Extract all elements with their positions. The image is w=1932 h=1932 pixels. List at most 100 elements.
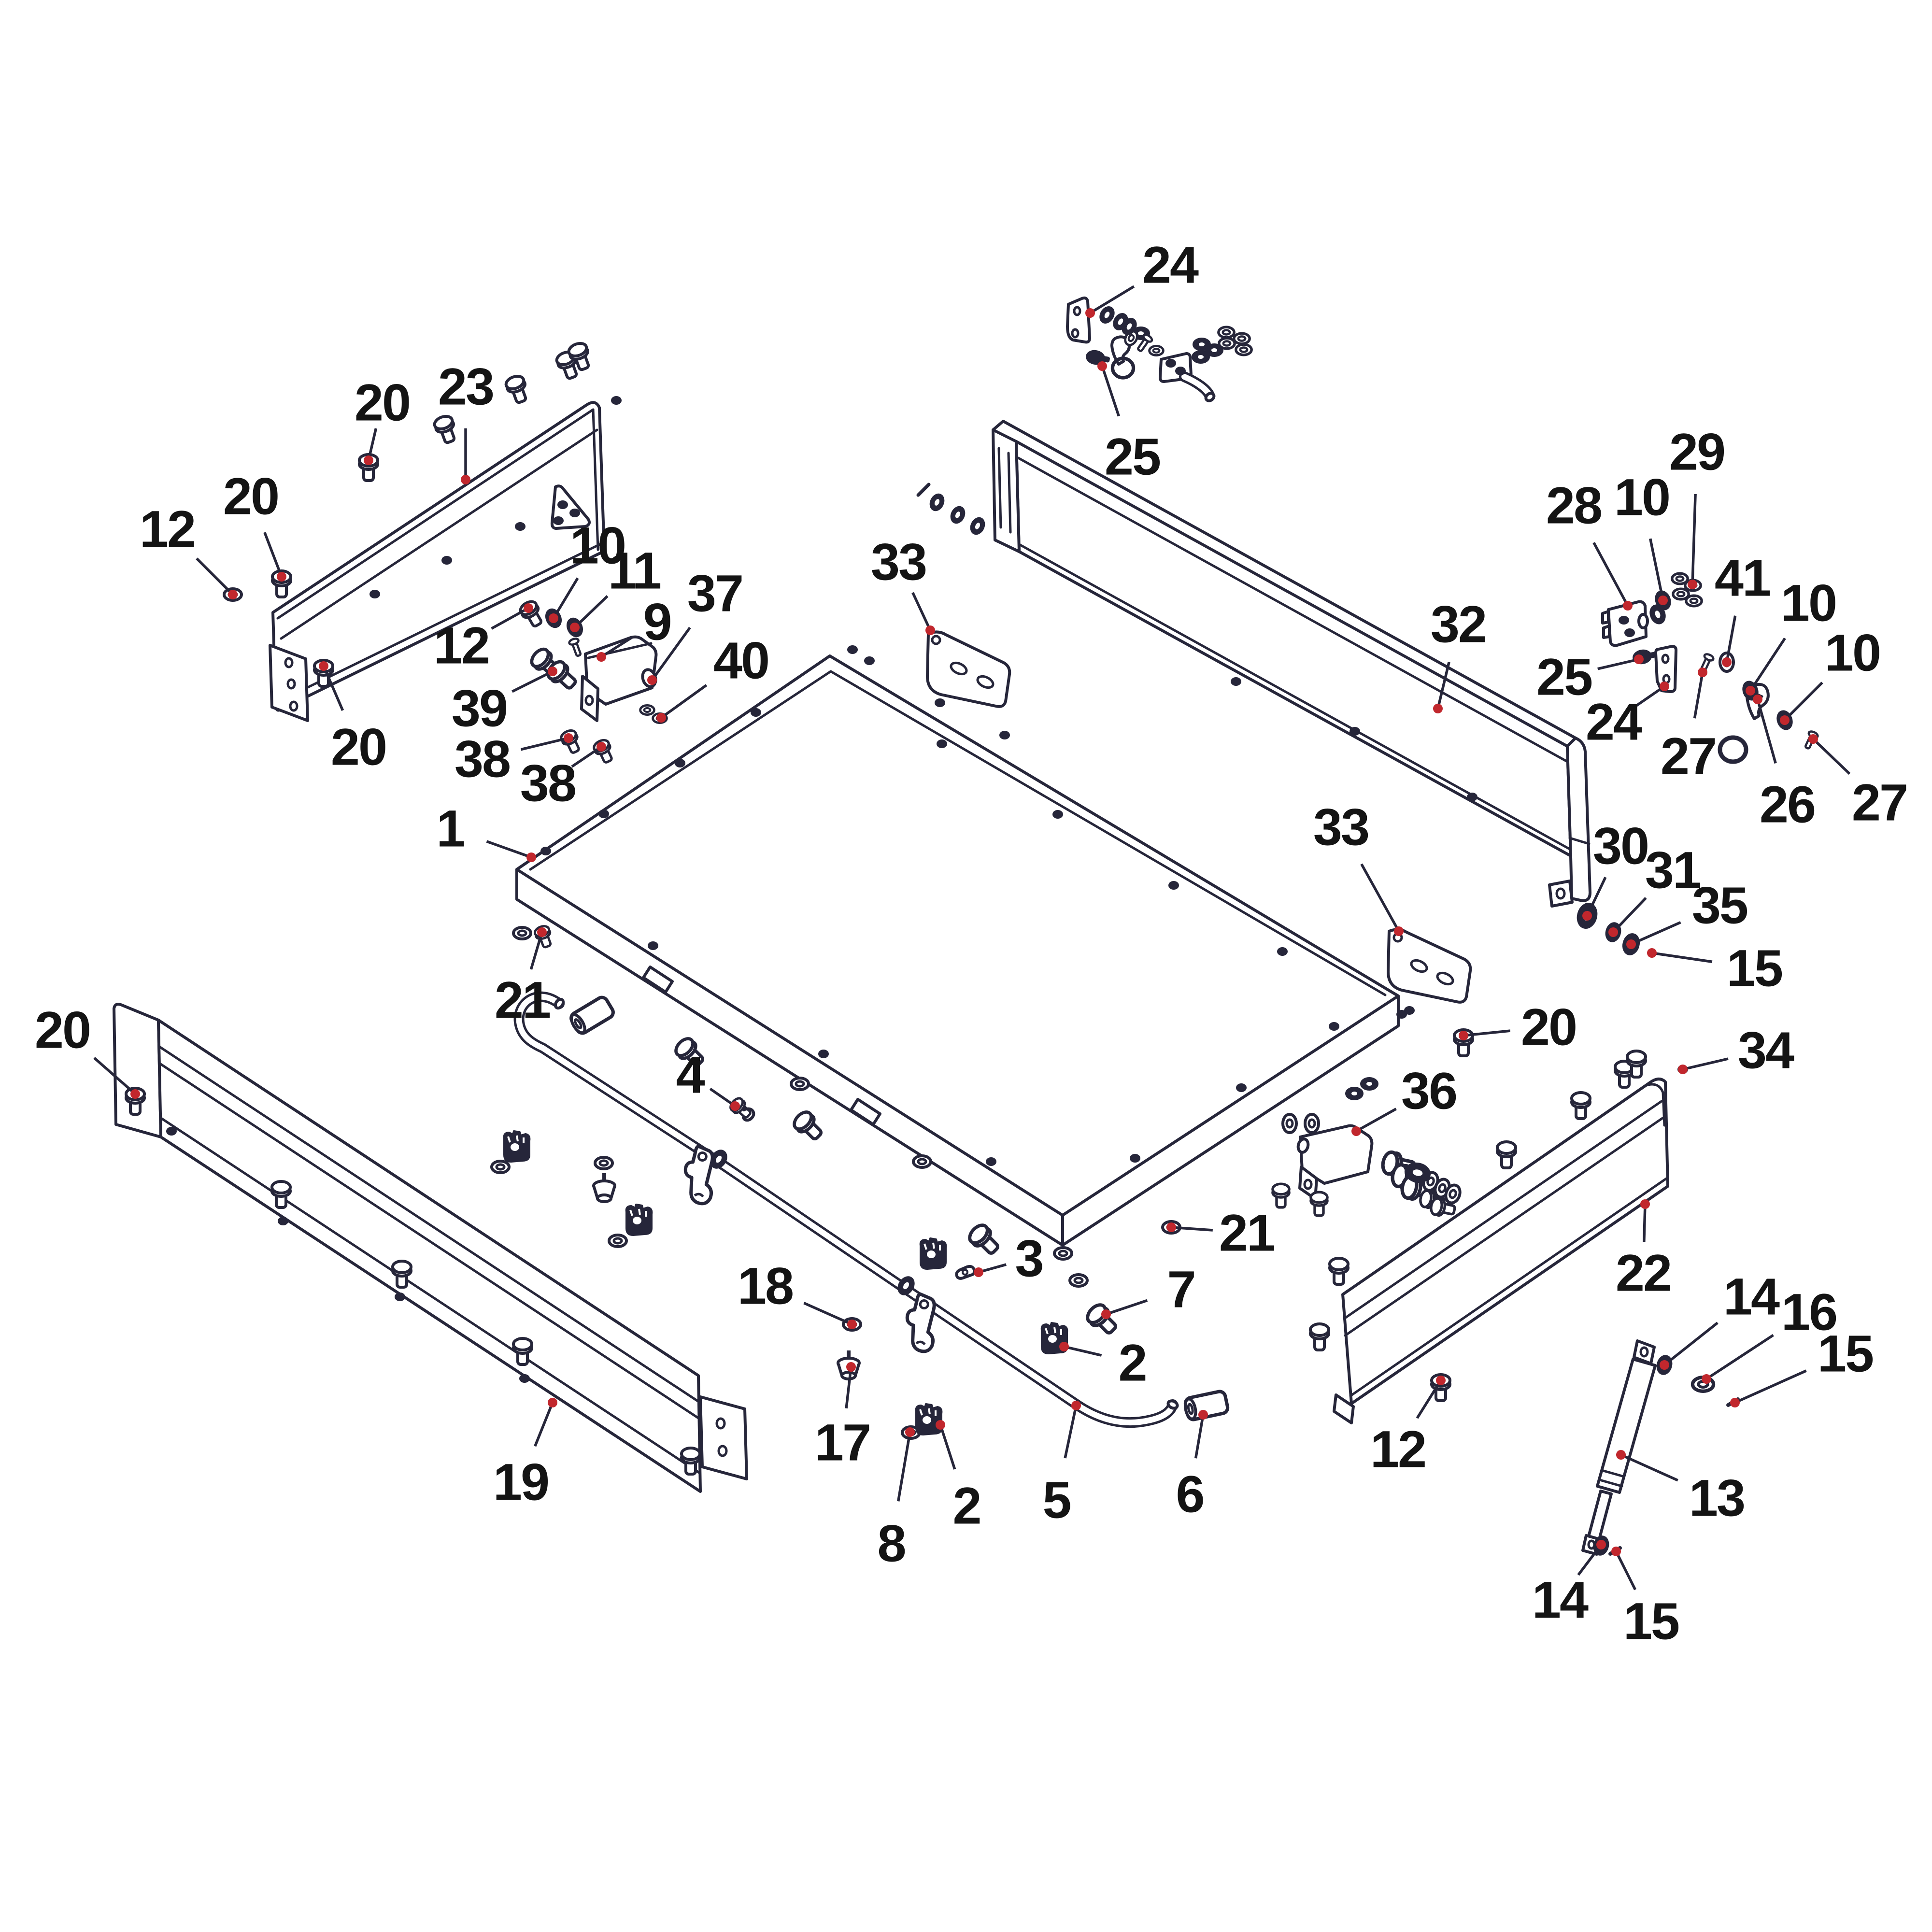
callout-target-dot [130,1089,140,1099]
callout-23: 23 [438,357,495,484]
dot-icon [1277,947,1288,956]
part-number-label: 6 [1176,1465,1203,1523]
dot-icon [395,1293,405,1301]
callout-12: 12 [1370,1376,1446,1478]
part-number-label: 12 [434,616,489,675]
clamp-icon [503,1130,531,1163]
callout-target-dot [1611,1547,1621,1556]
leader-line [1705,1334,1774,1380]
leader-line [1416,1379,1442,1419]
part-number-label: 33 [871,533,926,591]
leader-line [1355,1108,1397,1133]
part-number-label: 40 [713,631,768,690]
part-number-label: 3 [1015,1229,1042,1288]
leader-line [511,670,554,693]
part-number-label: 19 [493,1453,548,1511]
part-number-label: 23 [438,357,493,416]
dot-icon [675,759,685,767]
part-number-label: 37 [687,564,742,623]
callout-target-dot [1101,1309,1111,1319]
nut-icon [1219,327,1234,338]
dot-icon [1619,616,1629,625]
callout-20: 20 [35,1001,140,1099]
callout-37: 37 [647,564,744,685]
part-number-label: 35 [1692,876,1747,935]
part-number-label: 25 [1536,648,1592,706]
callout-target-dot [1596,1540,1606,1549]
part-number-label: 11 [608,541,661,600]
part-number-label: 15 [1727,939,1782,997]
bed-latch-tab [850,1098,881,1126]
callout-25: 25 [1097,361,1162,486]
dot-icon [751,708,761,717]
nut-icon [1054,1248,1072,1259]
dot-icon [1236,1083,1247,1092]
callout-15: 15 [1730,1324,1875,1407]
part-mount-bracket-33-upper [926,630,1011,708]
part-number-label: 21 [495,971,550,1029]
leader-line [574,595,609,628]
part-number-label: 4 [676,1046,705,1104]
leader-line [1360,863,1400,932]
part-number-label: 12 [140,500,195,558]
leader-line [1463,1029,1511,1037]
panel-19-end-bracket [699,1395,748,1480]
nut-icon [1070,1275,1087,1286]
leader-line [196,557,234,596]
callout-target-dot [1808,734,1818,744]
dot-icon [864,656,875,665]
bolt-icon [966,1222,1003,1258]
bolt-icon [791,1109,826,1144]
part-bracket-24-right [1654,645,1677,693]
part-number-label: 20 [331,718,386,776]
part-number-label: 33 [1313,798,1368,856]
callout-3: 3 [974,1229,1044,1288]
part-number-label: 10 [1614,468,1669,526]
dot-icon [278,1217,288,1225]
callout-target-dot [277,572,286,582]
part-number-label: 24 [1586,693,1642,751]
callout-39: 39 [452,667,557,738]
callout-target-dot [1433,704,1443,713]
dot-icon [1624,628,1635,637]
callout-target-dot [925,625,935,635]
callout-target-dot [1660,682,1669,691]
callout-target-dot [1722,657,1732,667]
part-number-label: 30 [1593,817,1648,875]
dot-icon [986,1157,996,1166]
dot-icon [441,556,452,565]
callout-29: 29 [1669,423,1726,589]
dot-icon [1168,881,1179,890]
nut-icon [640,705,654,714]
callout-22: 22 [1616,1199,1672,1302]
part-latch-bracket-36 [1296,1124,1374,1200]
leader-line [529,932,543,970]
callout-16: 16 [1702,1283,1838,1384]
callout-target-dot [1582,911,1592,921]
callout-target-dot [847,1320,857,1329]
leader-line [1064,1405,1078,1459]
callout-target-dot [1608,927,1618,937]
part-number-label: 10 [570,516,625,575]
leader-line [1691,494,1697,585]
bolt-icon [1311,1192,1327,1216]
callout-30: 30 [1582,817,1649,921]
leader-line [1630,921,1681,946]
leader-line [1592,542,1629,607]
callout-35: 35 [1626,876,1749,949]
callout-12: 12 [434,603,533,675]
callout-18: 18 [738,1257,857,1329]
leader-line [1194,1414,1205,1459]
dot-icon [519,1374,530,1383]
nutdark-icon [1345,1087,1364,1100]
callout-5: 5 [1042,1401,1081,1529]
dot-icon [1396,1010,1407,1019]
leader-line [1089,285,1135,314]
latch-icon [956,1266,974,1279]
callout-target-dot [1394,926,1404,936]
leader-line [1756,699,1777,764]
leader-line [1734,1369,1807,1404]
part-tailgate-panel-32 [992,420,1591,908]
bolt-icon [1310,1324,1329,1350]
callout-1: 1 [436,799,536,862]
